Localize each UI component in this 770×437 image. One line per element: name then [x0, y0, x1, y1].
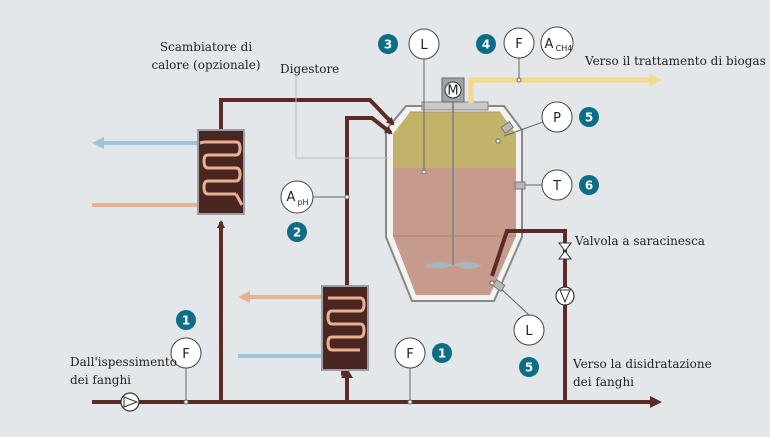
- sensor-points: [183, 77, 522, 405]
- gate-valve-label: Valvola a saracinesca: [574, 234, 705, 248]
- svg-text:T: T: [552, 179, 561, 194]
- thickening-label-2: dei fanghi: [70, 373, 131, 387]
- inlet-pump: [120, 392, 140, 412]
- temperature-indicator: T: [541, 169, 573, 201]
- flow-indicator-inlet: F: [170, 337, 202, 369]
- svg-text:2: 2: [293, 226, 301, 240]
- heat-exchanger-label-2: calore (opzionale): [151, 58, 260, 72]
- heat-exchanger-2: [321, 285, 369, 371]
- cold-flow-out: [92, 137, 200, 149]
- svg-text:6: 6: [585, 179, 593, 193]
- svg-text:3: 3: [384, 38, 392, 52]
- sensor-lines: [185, 57, 558, 402]
- svg-text:5: 5: [585, 111, 593, 125]
- heat-exchanger-label-1: Scambiatore di: [160, 40, 253, 54]
- motor: M: [441, 77, 465, 103]
- sludge-zone: [393, 168, 516, 295]
- svg-text:1: 1: [438, 347, 446, 361]
- heat-exchanger-1: [197, 129, 245, 215]
- svg-text:pH: pH: [297, 198, 308, 207]
- badge-temperature: 6: [579, 175, 599, 195]
- feed-pipe: [219, 98, 395, 130]
- svg-text:5: 5: [525, 361, 533, 375]
- agitator: [424, 100, 482, 269]
- svg-text:A: A: [287, 190, 296, 205]
- level-indicator-bottom: L: [513, 314, 545, 346]
- motor-label: M: [447, 84, 458, 99]
- ph-analyzer: A pH: [280, 180, 314, 214]
- badge-flow-gas: 4: [476, 34, 496, 54]
- ch4-analyzer: A CH4: [540, 26, 574, 60]
- thickening-label-1: Dall'ispessimento: [70, 355, 177, 369]
- svg-text:1: 1: [182, 314, 190, 328]
- svg-text:F: F: [182, 347, 189, 362]
- dewatering-label-1: Verso la disidratazione: [572, 357, 712, 371]
- outlet-pump: [555, 286, 575, 306]
- flow-indicator-gas: F: [503, 27, 535, 59]
- svg-text:L: L: [525, 324, 533, 339]
- svg-text:F: F: [515, 37, 522, 52]
- level-nozzle: [491, 278, 506, 292]
- svg-text:4: 4: [482, 38, 490, 52]
- svg-text:CH4: CH4: [556, 44, 573, 53]
- badge-inlet-flow: 1: [176, 310, 196, 330]
- outlet-pipe: [490, 229, 567, 402]
- digester-label: Digestore: [280, 62, 339, 76]
- badge-pressure: 5: [579, 107, 599, 127]
- svg-text:A: A: [545, 37, 554, 52]
- pressure-nozzle: [500, 120, 515, 134]
- level-indicator-top: L: [408, 28, 440, 60]
- badge-level-bottom: 5: [519, 357, 539, 377]
- badge-ph: 2: [287, 222, 307, 242]
- svg-text:L: L: [420, 38, 428, 53]
- gate-valve: [558, 242, 572, 260]
- svg-text:P: P: [553, 111, 561, 126]
- badge-level-top: 3: [378, 34, 398, 54]
- badge-recirc-flow: 1: [432, 343, 452, 363]
- dewatering-label-2: dei fanghi: [573, 375, 634, 389]
- flow-indicator-recirc: F: [394, 337, 426, 369]
- recirc-pipe: [345, 116, 393, 285]
- biogas-line: [468, 74, 662, 103]
- svg-text:F: F: [406, 347, 413, 362]
- temperature-nozzle: [514, 181, 526, 190]
- biogas-label: Verso il trattamento di biogas: [584, 54, 766, 68]
- warm-flow-out: [238, 291, 322, 303]
- pressure-indicator: P: [541, 101, 573, 133]
